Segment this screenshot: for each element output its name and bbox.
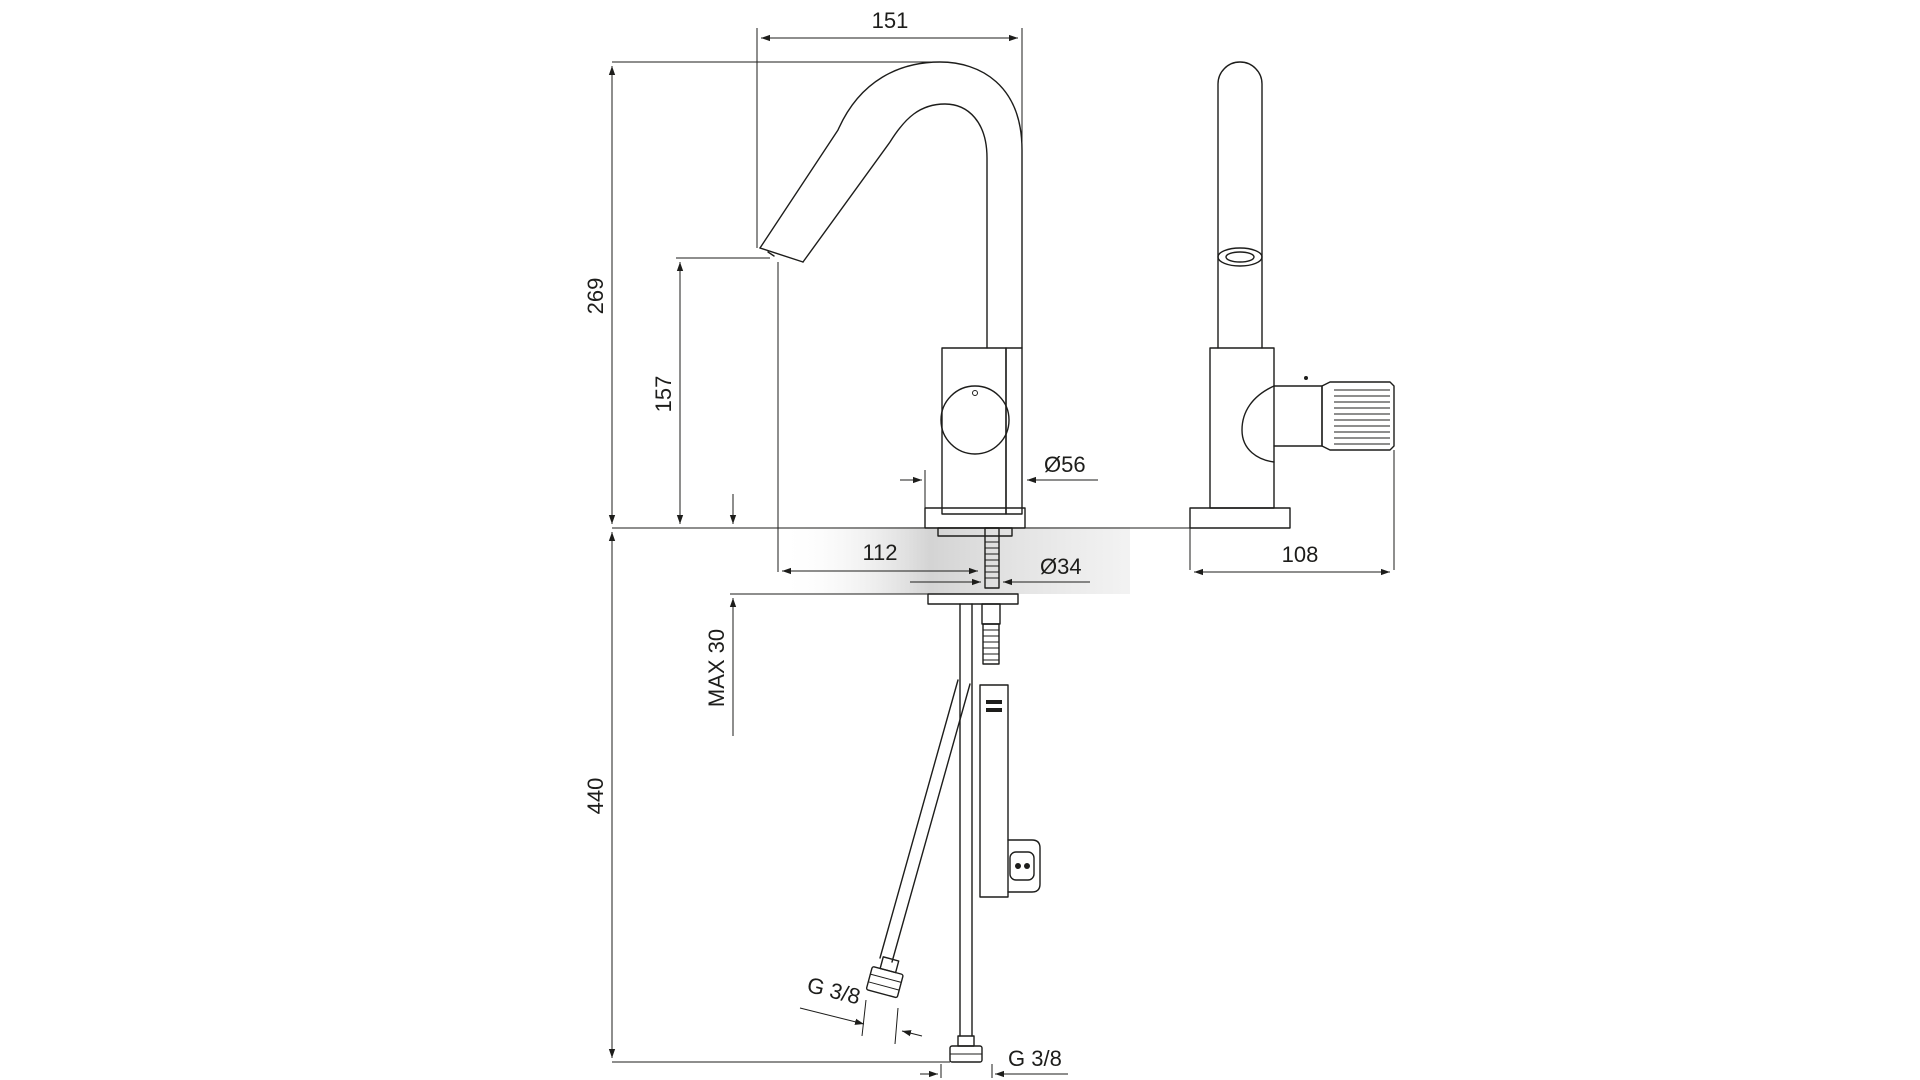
dim-connection-right: G 3/8 [1008,1046,1062,1071]
dim-max-thickness: MAX 30 [704,629,729,707]
dim-hole-diameter: Ø34 [1040,554,1082,579]
dimension-labels: 151 269 440 157 MAX 30 Ø56 112 Ø34 108 G… [583,8,1318,1071]
dim-hose-length: 440 [583,778,608,815]
dimension-lines [608,34,1390,1078]
dim-spout-height: 157 [651,376,676,413]
dim-reach: 112 [862,540,897,565]
extension-lines [612,28,1395,1078]
dim-height-total: 269 [583,278,608,315]
dim-connection-left: G 3/8 [805,972,863,1009]
countertop-section [780,527,1130,594]
dim-width-total: 151 [872,8,909,33]
faucet-front-view [759,61,1041,1063]
dim-side-depth: 108 [1282,542,1319,567]
dim-base-diameter: Ø56 [1044,452,1086,477]
faucet-side-view [1189,61,1395,529]
